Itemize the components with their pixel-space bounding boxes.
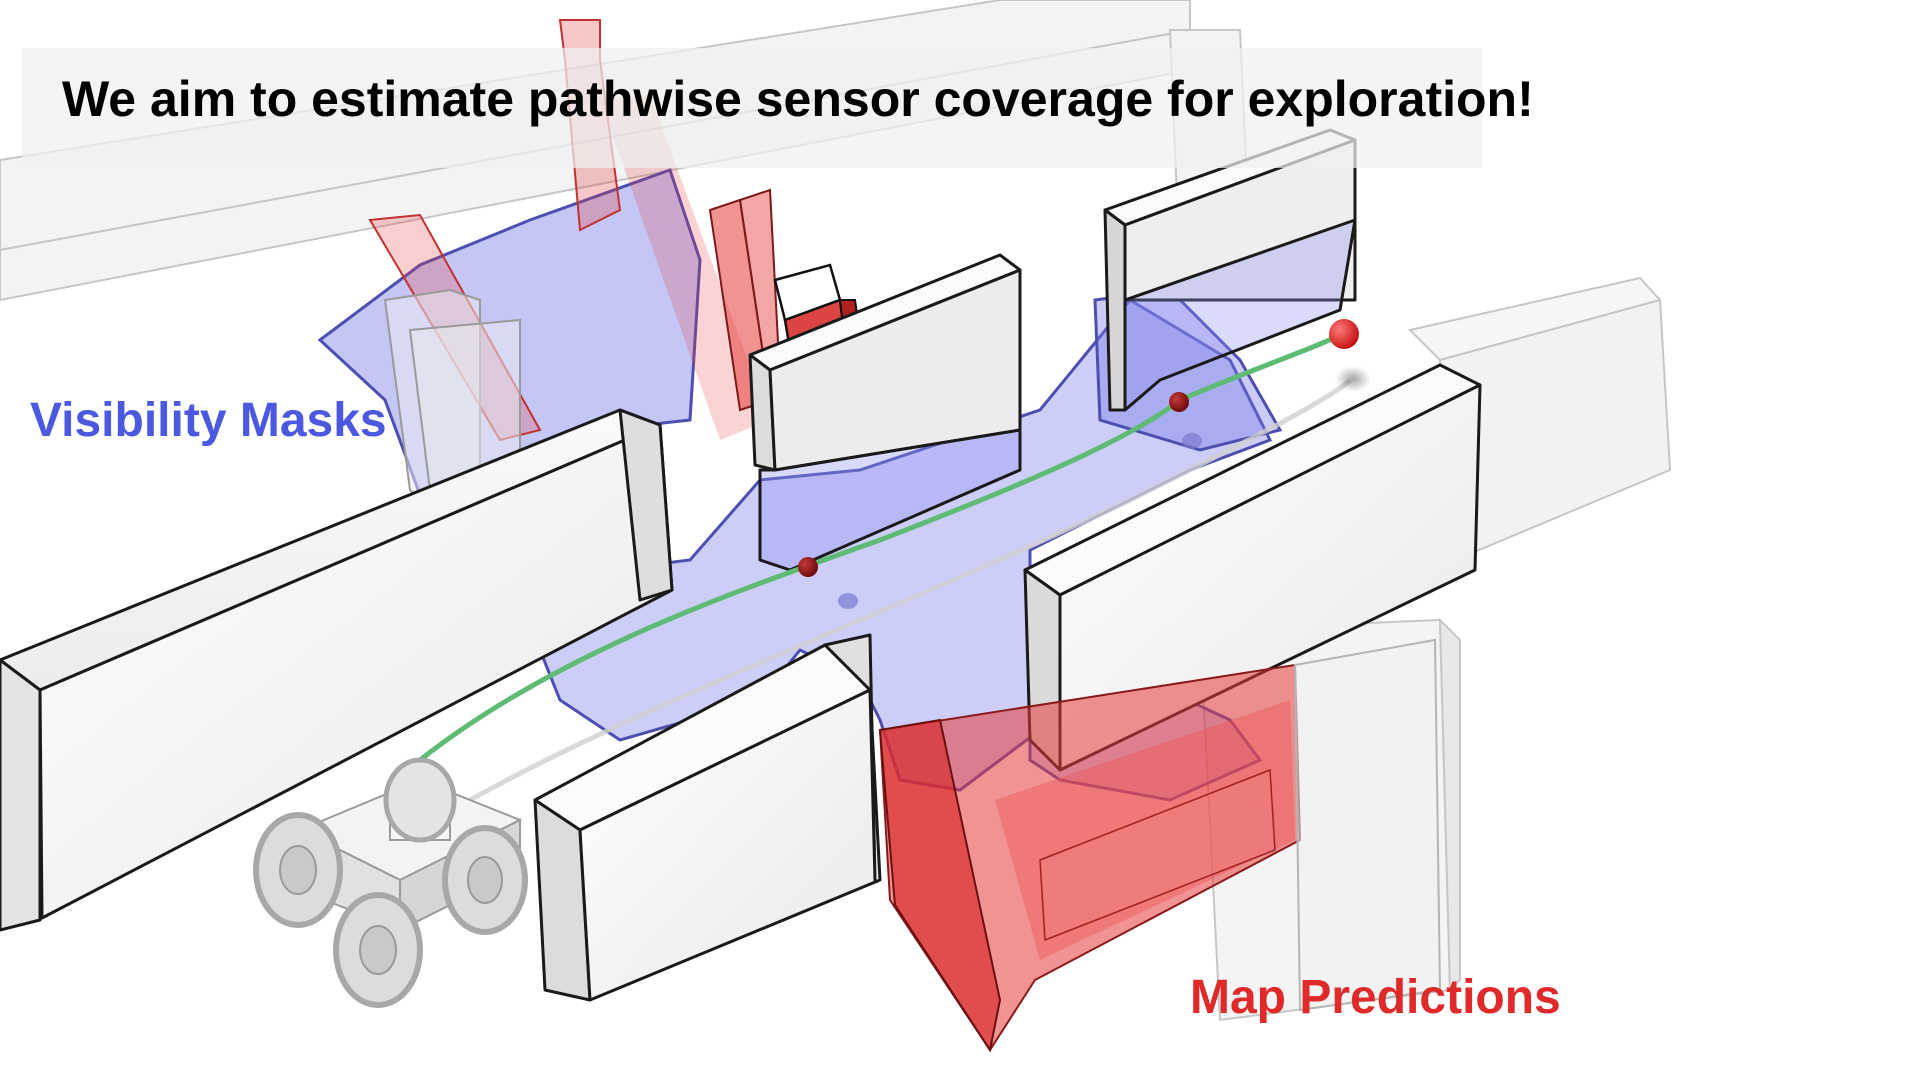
caption-band — [22, 48, 1482, 168]
waypoints — [798, 319, 1359, 577]
page-title: We aim to estimate pathwise sensor cover… — [62, 71, 1534, 127]
visibility-masks-label: Visibility Masks — [30, 394, 387, 447]
waypoint-marker-icon — [1169, 392, 1189, 412]
path-shadow — [468, 378, 1352, 803]
left-ghost-block — [383, 288, 521, 502]
walls — [0, 128, 1482, 1002]
path-line — [418, 332, 1342, 762]
rover-robot-icon — [253, 757, 528, 1008]
waypoint-shadows — [838, 366, 1371, 609]
waypoint-marker-icon — [798, 557, 818, 577]
map-prediction-lower — [878, 638, 1442, 1053]
map-predictions-label: Map Predictions — [1190, 971, 1561, 1024]
goal-sphere-icon — [1329, 319, 1359, 349]
wall-left-face — [0, 658, 42, 932]
planned-path — [418, 332, 1352, 803]
